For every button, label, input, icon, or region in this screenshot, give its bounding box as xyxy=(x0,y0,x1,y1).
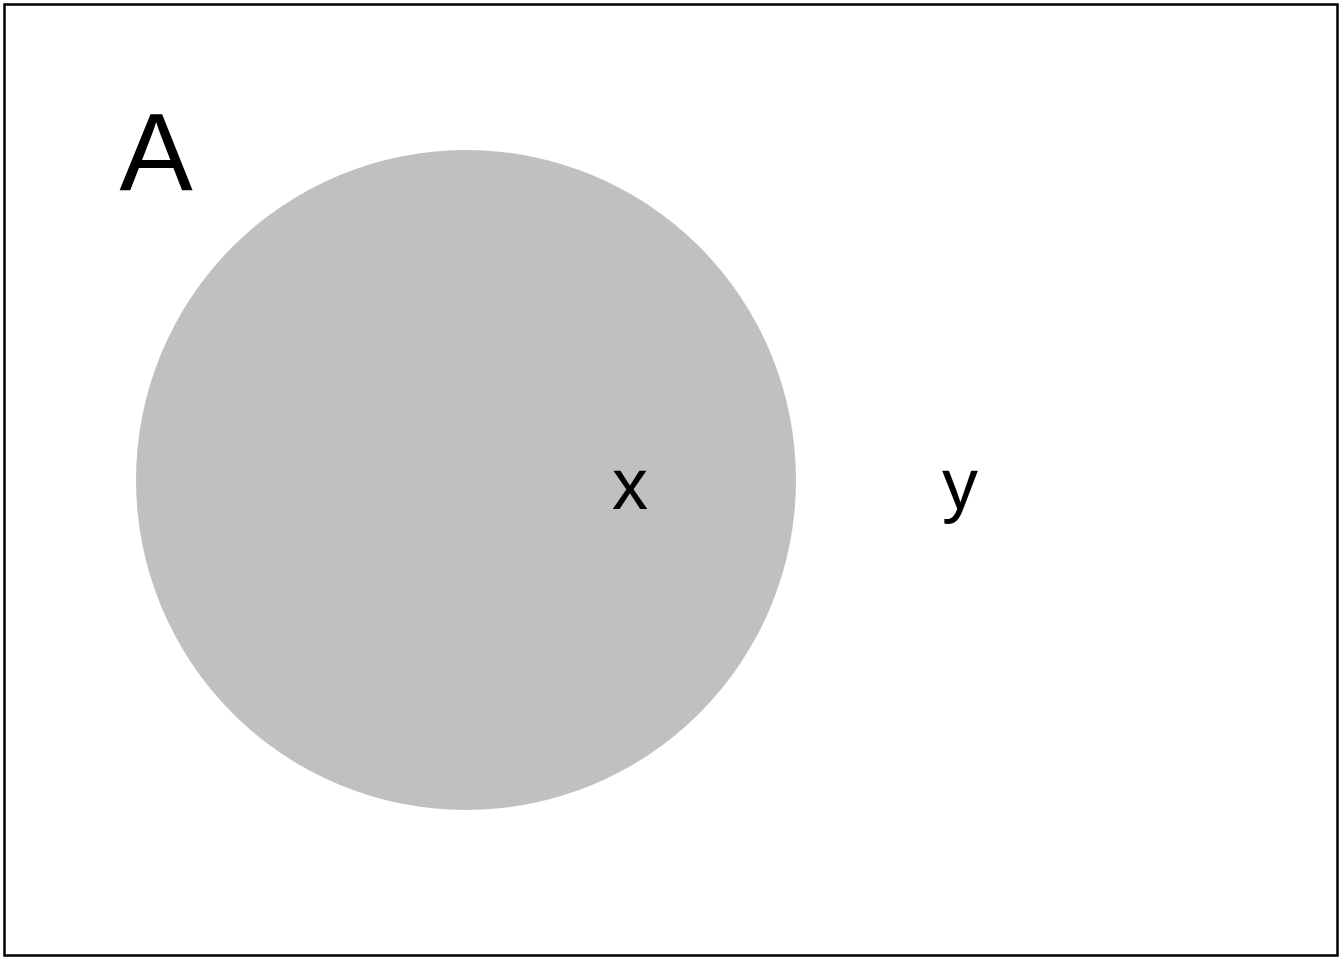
set-circle xyxy=(136,150,796,810)
set-label: A xyxy=(119,91,193,214)
inside-element-label: x xyxy=(612,445,648,525)
outside-element-label: y xyxy=(942,445,978,525)
